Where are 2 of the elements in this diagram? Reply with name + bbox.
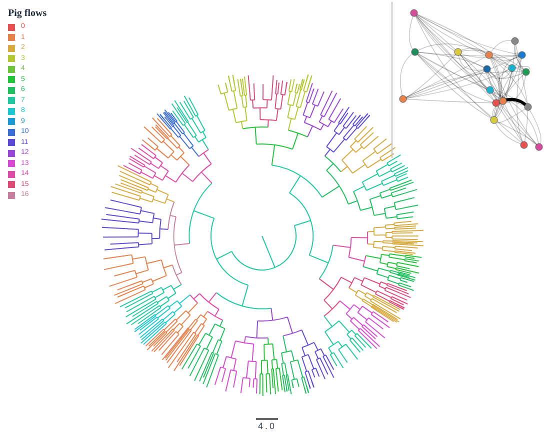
scale-label: 4.0 [258,421,277,431]
legend-title: Pig flows [8,8,47,20]
